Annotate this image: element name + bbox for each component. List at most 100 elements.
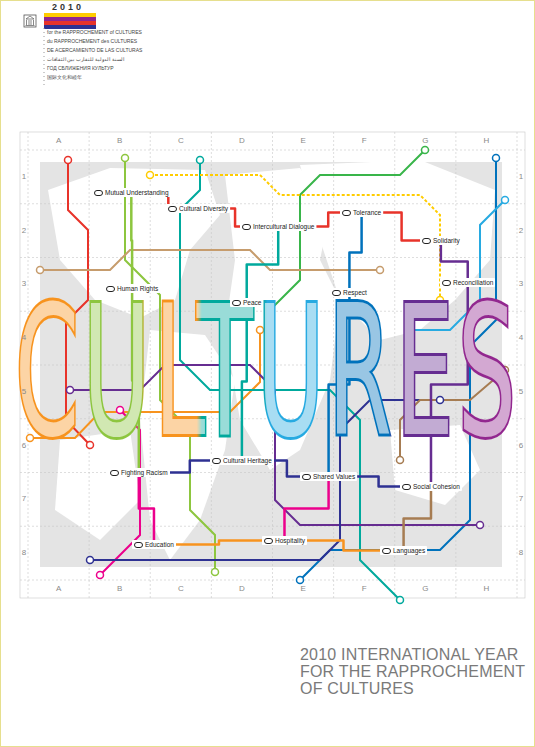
station-label: Cultural Diversity: [166, 204, 230, 213]
station-name: Education: [145, 541, 174, 548]
station-marker: [342, 210, 351, 216]
grid-column-label: A: [56, 584, 61, 593]
station-marker: [134, 542, 143, 548]
station-label: Fighting Racism: [108, 468, 170, 477]
station-label: Respect: [330, 288, 369, 297]
grid-row-label: 7: [22, 495, 26, 504]
station-marker: [232, 300, 241, 306]
grid-column-label: G: [422, 584, 428, 593]
metro-connector: [307, 541, 380, 551]
logo-text: السنة الدولية للتقارب بين الثقافات: [47, 57, 124, 63]
station-name: Social Cohesion: [413, 483, 460, 490]
station-name: Fighting Racism: [121, 469, 168, 476]
grid-column-label: A: [56, 136, 61, 145]
station-label: Social Cohesion: [400, 482, 462, 491]
station-name: Intercultural Dialogue: [253, 223, 314, 230]
terminus-dot: [493, 155, 500, 162]
station-label: Education: [132, 540, 176, 549]
grid-row-label: 3: [22, 280, 26, 289]
station-marker: [442, 280, 451, 286]
grid-column-label: D: [239, 136, 245, 145]
station-label: Tolerance: [340, 208, 383, 217]
grid-line: [20, 580, 525, 581]
grid-column-label: F: [362, 136, 367, 145]
grid-row-label: 3: [519, 280, 523, 289]
terminus-dot: [422, 147, 429, 154]
terminus-dot: [477, 522, 484, 529]
metro-connector: [357, 477, 400, 487]
grid-row-label: 2: [22, 226, 26, 235]
grid-row-label: 5: [519, 387, 523, 396]
grid-column-label: H: [484, 136, 490, 145]
station-marker: [168, 206, 177, 212]
logo-text: 国际文化和睦年: [47, 75, 82, 81]
grid-line: [20, 472, 525, 473]
station-label: Solidarity: [420, 236, 462, 245]
terminus-dot: [122, 155, 129, 162]
grid-column-label: H: [484, 584, 490, 593]
station-name: Hospitality: [275, 537, 305, 544]
logo-stripe: [44, 13, 96, 17]
grid-row-label: 4: [22, 334, 26, 343]
logo-rule: [44, 28, 45, 86]
station-name: Languages: [393, 547, 425, 554]
station-marker: [382, 548, 391, 554]
station-label: Human Rights: [104, 284, 160, 293]
grid-row-label: 4: [519, 334, 523, 343]
metro-line: [150, 175, 440, 300]
terminus-dot: [297, 577, 304, 584]
station-marker: [106, 286, 115, 292]
emblem: [24, 15, 36, 27]
terminus-dot: [377, 267, 384, 274]
grid-row-label: 2: [519, 226, 523, 235]
grid-column-label: G: [422, 136, 428, 145]
logo-text: du RAPPROCHEMENT des CULTURES: [47, 39, 137, 45]
logo-text: for the RAPPROCHEMENT of CULTURES: [47, 30, 142, 36]
grid-row-label: 5: [22, 387, 26, 396]
station-name: Cultural Diversity: [179, 205, 228, 212]
logo-text: ГОД СБЛИЖЕНИЯ КУЛЬТУР: [47, 66, 114, 72]
terminus-dot: [397, 597, 404, 604]
grid-column-label: F: [362, 584, 367, 593]
grid-column-label: B: [117, 136, 122, 145]
grid-row-label: 6: [519, 441, 523, 450]
terminus-dot: [212, 569, 219, 576]
grid-column-label: C: [178, 136, 184, 145]
metro-connector: [316, 213, 340, 227]
station-name: Cultural Heritage: [223, 457, 272, 464]
station-label: Hospitality: [262, 536, 307, 545]
metro-connector: [349, 217, 361, 288]
metro-connector: [441, 245, 468, 278]
logo-text: DE ACERCAMIENTO DE LAS CULTURAS: [47, 48, 142, 54]
station-name: Reconciliation: [453, 279, 493, 286]
grid-line: [20, 150, 525, 151]
station-marker: [264, 538, 273, 544]
logo-stripe: [44, 25, 96, 29]
grid-line: [20, 257, 525, 258]
station-label: Languages: [380, 546, 427, 555]
metro-line: [40, 250, 380, 270]
metro-connector: [404, 491, 431, 546]
big-word: CULTURES: [15, 284, 520, 463]
terminus-dot: [147, 172, 154, 179]
terminus-dot: [502, 197, 509, 204]
metro-connector: [230, 209, 240, 227]
metro-connector: [130, 197, 133, 284]
station-label: Shared Values: [300, 472, 357, 481]
station-name: Solidarity: [433, 237, 460, 244]
station-marker: [242, 224, 251, 230]
grid-row-label: 8: [519, 549, 523, 558]
station-label: Intercultural Dialogue: [240, 222, 316, 231]
grid-line: [20, 203, 525, 204]
metro-connector: [176, 541, 262, 545]
station-label: Reconciliation: [440, 278, 495, 287]
station-marker: [110, 470, 119, 476]
metro-connector: [383, 213, 420, 241]
station-name: Respect: [343, 289, 367, 296]
station-label: Peace: [230, 298, 263, 307]
grid-row-label: 7: [519, 495, 523, 504]
grid-row-label: 1: [22, 172, 26, 181]
logo-stripe: [44, 21, 96, 25]
